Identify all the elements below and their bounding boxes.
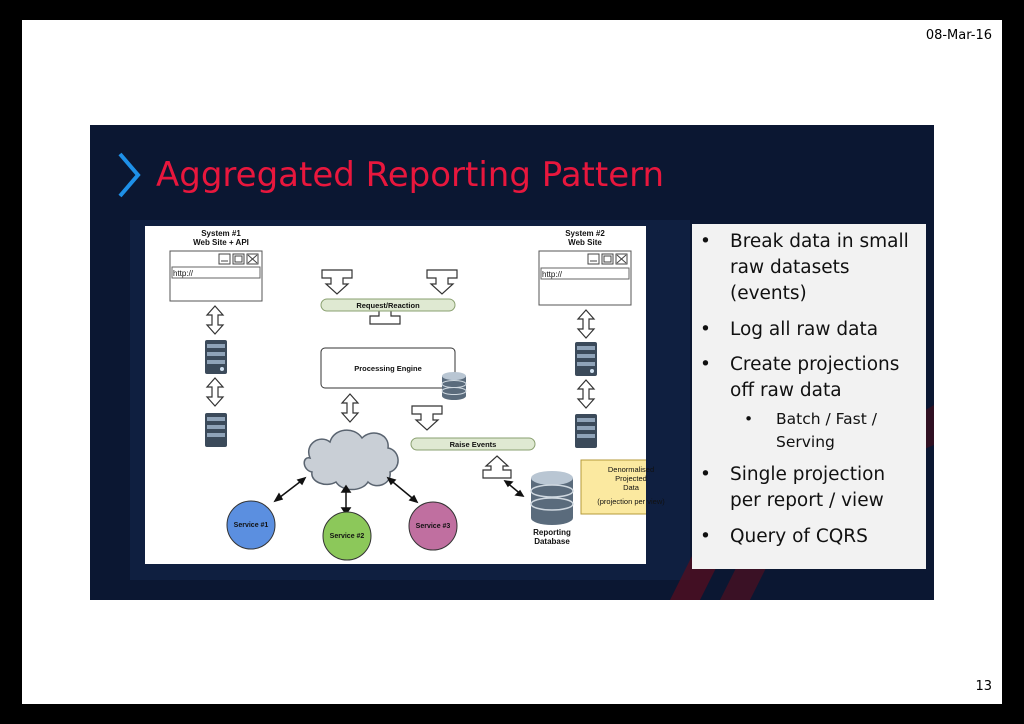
system1-subtitle: Web Site + API	[193, 238, 249, 247]
bullet-panel: • Break data in small raw datasets (even…	[692, 224, 926, 569]
note-line-4: (projection per view)	[597, 497, 665, 506]
reporting-database-icon	[530, 471, 574, 525]
processing-engine-label: Processing Engine	[354, 364, 422, 373]
raise-events-bar	[410, 437, 536, 451]
service-1-label: Service #1	[233, 522, 269, 529]
bullet-line: Query of CQRS	[730, 526, 868, 547]
bullet-dot: •	[744, 410, 754, 428]
bullet-dot: •	[700, 319, 711, 340]
bullet-line: Create projections	[730, 354, 900, 375]
bullet-line: (events)	[730, 283, 807, 304]
bullet-line: raw datasets	[730, 257, 850, 278]
double-arrow-icon	[340, 393, 360, 423]
chevron-right-icon	[118, 152, 141, 198]
server-icon	[205, 340, 227, 374]
note-line-1: Denormalised	[607, 465, 655, 474]
system2-title: System #2	[565, 229, 605, 238]
system2-url-input: http://	[542, 270, 563, 279]
double-arrow-icon	[576, 379, 596, 409]
page-number: 13	[975, 679, 992, 694]
service-3-label: Service #3	[415, 523, 451, 530]
arrow-down-icon	[321, 269, 353, 295]
server-icon	[205, 413, 227, 447]
service-2-label: Service #2	[329, 533, 365, 540]
bullet-dot: •	[700, 354, 711, 375]
service-1-circle	[226, 500, 276, 550]
service-2-circle	[322, 511, 372, 561]
note-line-3: Data	[623, 483, 639, 492]
arrow-down-icon	[426, 269, 458, 295]
reporting-db-label-2: Database	[534, 537, 570, 546]
bullet-line: Single projection	[730, 464, 886, 485]
raise-events-label: Raise Events	[449, 440, 497, 449]
bullet-line: Log all raw data	[730, 319, 879, 340]
server-icon	[575, 414, 597, 448]
system1-title: System #1	[201, 229, 241, 238]
system2-subtitle: Web Site	[568, 238, 602, 247]
slide: Aggregated Reporting Pattern	[90, 125, 934, 600]
request-reaction-bar	[320, 298, 456, 312]
note-line-2: Projected	[615, 474, 647, 483]
system1-browser-window	[169, 250, 263, 302]
processing-engine-box	[320, 347, 456, 389]
bullet-line: off raw data	[730, 380, 842, 401]
cloud-icon	[303, 429, 399, 491]
double-arrow-icon	[205, 305, 225, 335]
reporting-db-label-1: Reporting	[533, 528, 571, 537]
request-reaction-label: Request/Reaction	[356, 301, 420, 310]
slide-date: 08-Mar-16	[925, 28, 992, 43]
double-arrow-icon	[576, 309, 596, 339]
bullet-line: Serving	[776, 433, 835, 451]
bullet-line: per report / view	[730, 490, 884, 511]
database-icon	[441, 372, 467, 400]
slide-title: Aggregated Reporting Pattern	[156, 155, 665, 195]
denormalised-data-note	[580, 459, 646, 515]
arrow-down-icon	[411, 405, 443, 431]
bullet-line: Batch / Fast /	[776, 410, 877, 428]
server-icon	[575, 342, 597, 376]
page: 08-Mar-16 Aggregated Reporting Pattern	[22, 20, 1002, 704]
bullet-dot: •	[700, 231, 711, 252]
bullet-dot: •	[700, 526, 711, 547]
service-3-circle	[408, 501, 458, 551]
double-arrow-icon	[205, 377, 225, 407]
arrow-up-icon	[482, 455, 512, 479]
bullet-dot: •	[700, 464, 711, 485]
system1-url-input: http://	[173, 269, 194, 278]
bullet-line: Break data in small	[730, 231, 909, 252]
system2-browser-window	[538, 250, 632, 306]
architecture-diagram: System #1 Web Site + API http:// System …	[145, 226, 665, 564]
